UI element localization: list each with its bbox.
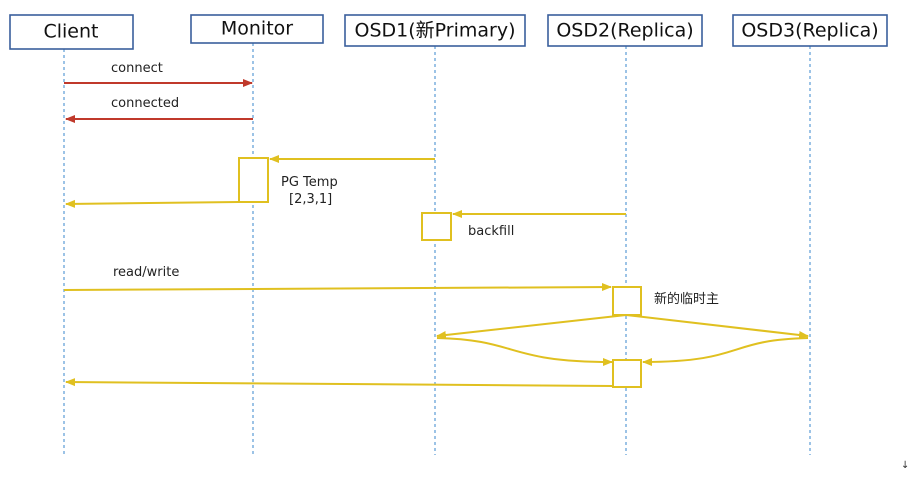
- participant-osd3-label: OSD3(Replica): [741, 20, 878, 42]
- monitor-activation-box: [238, 157, 269, 203]
- participant-osd3: OSD3(Replica): [732, 14, 888, 47]
- participant-client: Client: [9, 14, 134, 50]
- osd1-backfill-box: [421, 212, 452, 241]
- connected-label: connected: [111, 96, 179, 111]
- new-temp-primary-label: 新的临时主: [654, 291, 719, 307]
- osd2-ack-box: [612, 359, 642, 388]
- participant-osd1: OSD1(新Primary): [344, 14, 526, 47]
- participant-monitor-label: Monitor: [221, 18, 293, 40]
- connect-label: connect: [111, 61, 163, 76]
- osd1-ack-curve: [436, 337, 613, 366]
- osd3-ack-curve: [642, 337, 809, 366]
- participant-osd2-label: OSD2(Replica): [556, 20, 693, 42]
- participant-client-label: Client: [43, 21, 98, 43]
- replicate-to-osd3-arrow: [625, 314, 809, 339]
- pg-temp-value: [2,3,1]: [289, 192, 332, 207]
- participant-osd1-label: OSD1(新Primary): [355, 20, 516, 42]
- backfill-label: backfill: [468, 224, 514, 239]
- replicate-to-osd1-arrow: [436, 314, 627, 339]
- osd2-temp-primary-box: [612, 286, 642, 316]
- read-write-arrow: [63, 283, 612, 292]
- monitor-to-client-arrow: [65, 199, 240, 208]
- participant-monitor: Monitor: [190, 14, 324, 44]
- participant-osd2: OSD2(Replica): [547, 14, 703, 47]
- corner-mark: ↓: [901, 460, 909, 471]
- pg-temp-title: PG Temp: [281, 175, 338, 190]
- osd2-to-client-arrow: [65, 378, 614, 387]
- read-write-label: read/write: [113, 265, 179, 280]
